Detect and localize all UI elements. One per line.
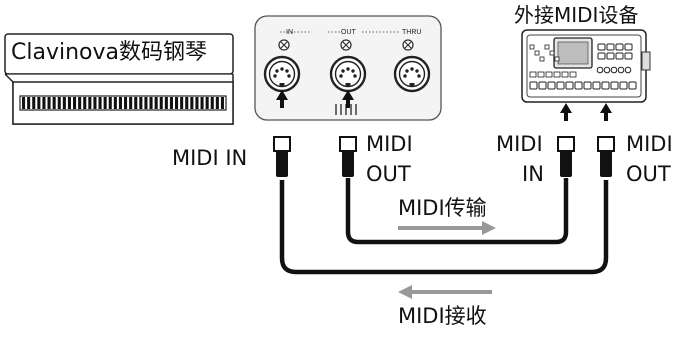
midi-din-socket bbox=[393, 55, 431, 93]
piano-midi-out-label-line1: MIDI bbox=[366, 132, 413, 156]
piano-illustration bbox=[4, 33, 234, 125]
receive-arrow-icon bbox=[398, 285, 492, 299]
piano-midi-out-label-line2: OUT bbox=[366, 162, 411, 186]
midi-din-socket bbox=[263, 55, 301, 93]
midi-plug-icon bbox=[557, 136, 575, 177]
piano-label: Clavinova数码钢琴 bbox=[11, 40, 207, 65]
screw-icon bbox=[402, 39, 414, 51]
screw-icon bbox=[340, 39, 352, 51]
midi-receive-label: MIDI接收 bbox=[398, 304, 487, 328]
piano-midi-in-label: MIDI IN bbox=[172, 146, 248, 170]
port-label-thru: THRU bbox=[402, 29, 421, 36]
midi-transmit-label: MIDI传输 bbox=[398, 196, 487, 220]
midi-plug-icon bbox=[273, 136, 291, 177]
device-midi-in-label-line1: MIDI bbox=[496, 132, 543, 156]
midi-sockets bbox=[263, 55, 431, 93]
transmit-arrow-icon bbox=[398, 221, 496, 235]
midi-din-socket bbox=[329, 55, 367, 93]
midi-plug-icon bbox=[339, 136, 357, 177]
device-midi-out-label-line2: OUT bbox=[626, 162, 671, 186]
device-buttons bbox=[529, 43, 637, 90]
piano-keys bbox=[22, 97, 224, 109]
midi-terminal-panel bbox=[254, 15, 442, 121]
device-midi-in-label-line2: IN bbox=[522, 162, 544, 186]
cable-plugs bbox=[273, 136, 615, 177]
midi-plug-icon bbox=[597, 136, 615, 177]
midi-cables bbox=[279, 178, 609, 275]
device-midi-out-label-line1: MIDI bbox=[626, 132, 673, 156]
cable-piano-in-to-device-out bbox=[279, 180, 609, 275]
port-label-out: OUT bbox=[341, 29, 357, 36]
cable-piano-out-to-device-in bbox=[345, 178, 569, 245]
port-label-in: IN bbox=[286, 29, 293, 36]
screw-icon bbox=[278, 39, 290, 51]
connection-arrows bbox=[276, 90, 612, 121]
midi-logo-icon bbox=[335, 104, 357, 115]
piano-keyboard bbox=[19, 95, 227, 111]
external-midi-device-illustration bbox=[521, 29, 651, 103]
device-title: 外接MIDI设备 bbox=[514, 3, 639, 27]
